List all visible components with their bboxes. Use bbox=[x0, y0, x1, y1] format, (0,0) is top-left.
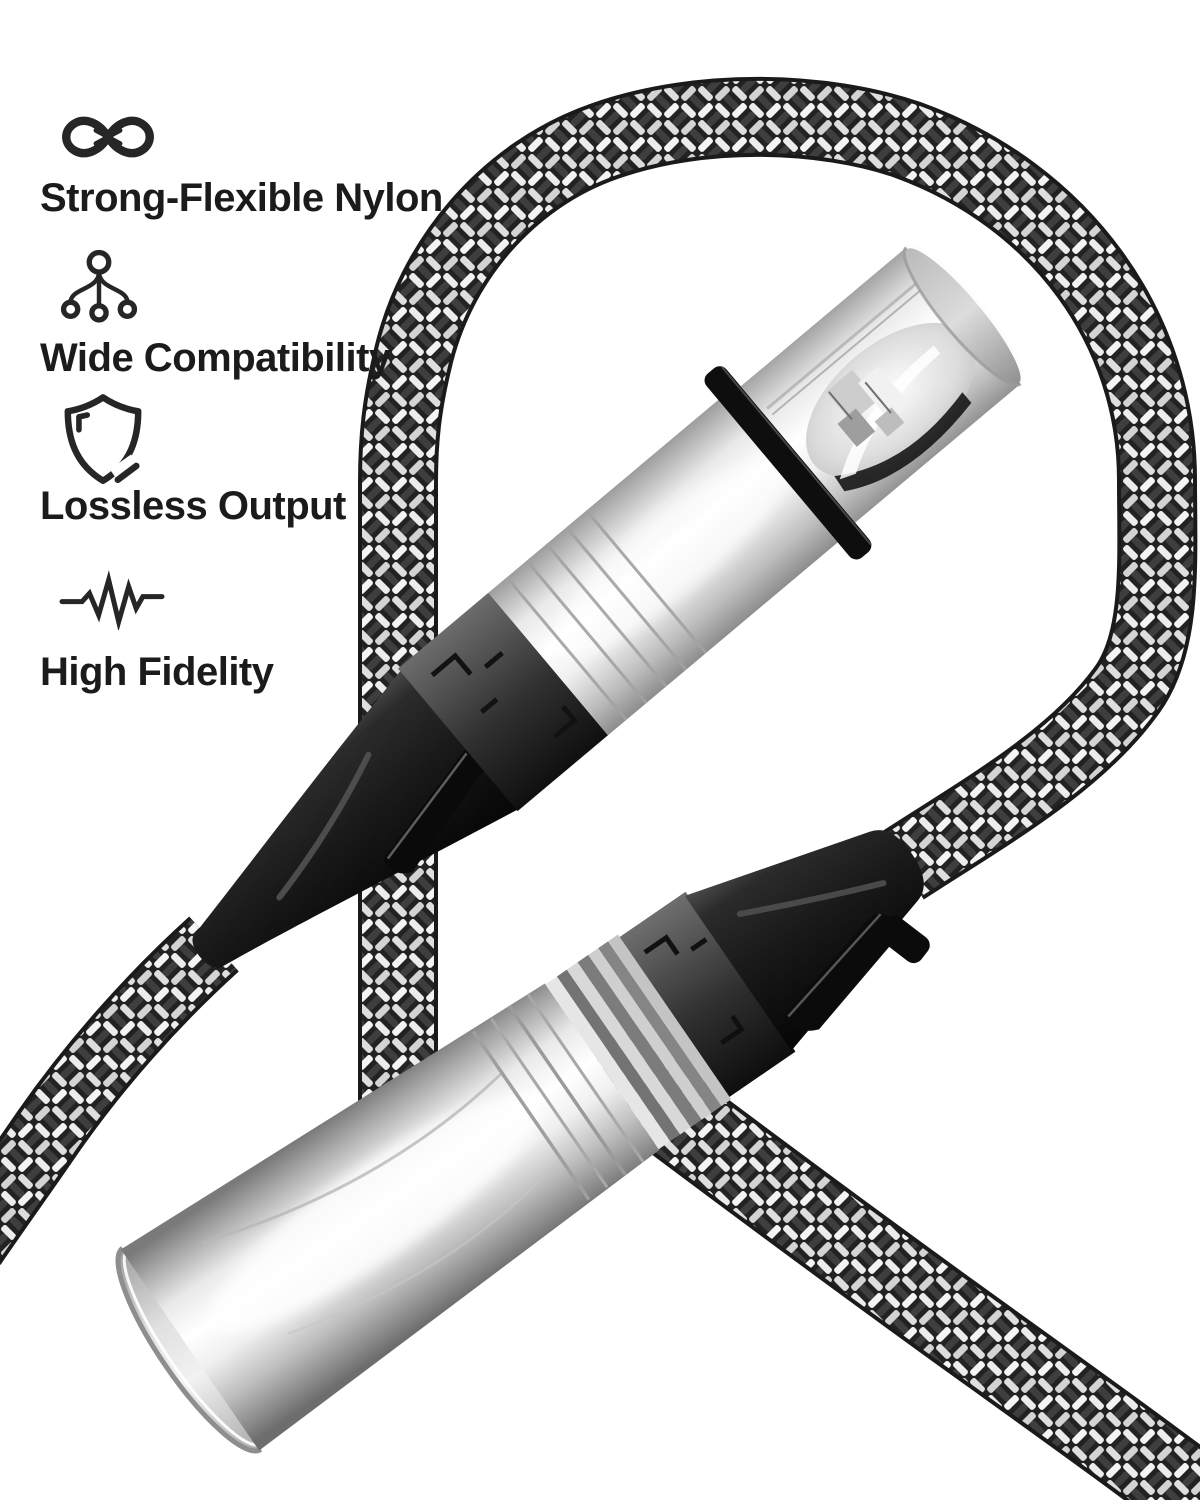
cable-bottom-right bbox=[571, 1021, 1200, 1500]
feature-label-nylon: Strong-Flexible Nylon bbox=[40, 176, 443, 220]
feature-label-fidelity: High Fidelity bbox=[40, 650, 274, 694]
feature-list: Strong-Flexible Nylon Wide Compatibility… bbox=[0, 0, 560, 760]
feature-label-lossless: Lossless Output bbox=[40, 484, 346, 528]
waveform-icon bbox=[59, 570, 165, 630]
cable-loop bbox=[358, 76, 1198, 1120]
feature-label-compatibility: Wide Compatibility bbox=[40, 336, 391, 380]
cable-left bbox=[0, 916, 239, 1265]
network-icon bbox=[60, 249, 138, 323]
shield-icon bbox=[64, 394, 142, 484]
xlr-female-connector bbox=[192, 244, 1025, 968]
xlr-male-connector bbox=[115, 830, 931, 1454]
female-socket-interior bbox=[806, 322, 976, 492]
infinity-icon bbox=[62, 116, 154, 158]
